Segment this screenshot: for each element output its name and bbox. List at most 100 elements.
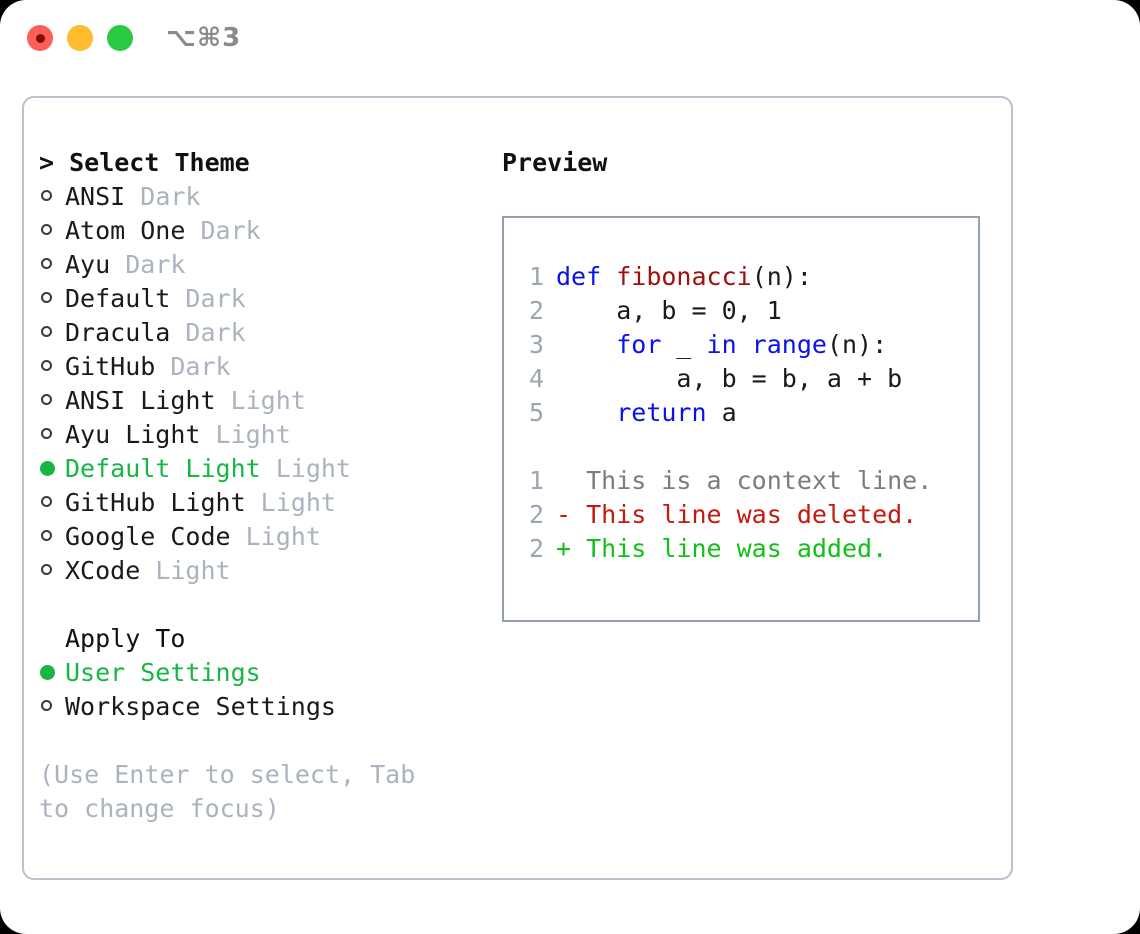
option-tag: Dark (185, 216, 261, 245)
list-item[interactable]: Atom One Dark (39, 214, 489, 248)
code-line: 2 a, b = 0, 1 (518, 294, 932, 328)
code-token (556, 330, 616, 359)
minimize-window-button[interactable] (67, 25, 93, 51)
option-label: Workspace Settings (65, 692, 336, 721)
list-item[interactable]: GitHub Dark (39, 350, 489, 384)
list-item[interactable]: ANSI Light Light (39, 384, 489, 418)
radio-filled-icon (40, 461, 55, 476)
list-item[interactable]: Ayu Dark (39, 248, 489, 282)
preview-title: Preview (502, 148, 608, 177)
option-label: Default (65, 284, 171, 313)
code-token: a, b = 0, 1 (556, 296, 782, 325)
keyboard-hint-text: (Use Enter to select, Tab to change focu… (39, 760, 416, 823)
line-number: 2 (528, 296, 544, 325)
list-item[interactable]: Ayu Light Light (39, 418, 489, 452)
option-tag: Light (230, 522, 321, 551)
option-label: ANSI (65, 182, 126, 211)
option-tag: Light (245, 488, 336, 517)
code-line: 4 a, b = b, a + b (518, 362, 932, 396)
option-tag: Dark (125, 182, 201, 211)
code-token: _ (661, 330, 707, 359)
code-gap (518, 430, 932, 464)
line-number: 3 (528, 330, 544, 359)
line-number: 1 (528, 466, 544, 495)
radio-ring-icon (41, 258, 52, 269)
code-token: return (616, 398, 707, 427)
radio-ring-icon (41, 292, 52, 303)
code-token: This is a context line. (556, 466, 933, 495)
apply-to-header: Apply To (65, 624, 186, 653)
code-token: a, b = b, a + b (556, 364, 903, 393)
list-item[interactable]: Default Light Light (39, 452, 489, 486)
option-tag: Dark (170, 318, 246, 347)
option-label: ANSI Light (65, 386, 216, 415)
option-label: Ayu Light (65, 420, 201, 449)
radio-ring-icon (41, 700, 52, 711)
list-item[interactable]: User Settings (39, 656, 489, 690)
close-window-button[interactable] (27, 25, 53, 51)
radio-ring-icon (41, 326, 52, 337)
option-label: Default Light (65, 454, 261, 483)
code-line: 5 return a (518, 396, 932, 430)
option-label: User Settings (65, 658, 261, 687)
option-tag: Dark (155, 352, 231, 381)
code-token: + This line was added. (556, 534, 888, 563)
list-item[interactable]: Google Code Light (39, 520, 489, 554)
list-item[interactable]: XCode Light (39, 554, 489, 588)
traffic-light-controls (27, 25, 133, 51)
line-number: 2 (528, 500, 544, 529)
code-token (556, 398, 616, 427)
radio-ring-icon (41, 428, 52, 439)
list-item[interactable]: Default Dark (39, 282, 489, 316)
maximize-window-button[interactable] (107, 25, 133, 51)
code-token: (n): (751, 262, 812, 291)
code-line: 1 def fibonacci(n): (518, 260, 932, 294)
option-tag: Dark (110, 250, 186, 279)
select-theme-header: > Select Theme (39, 148, 250, 177)
radio-ring-icon (41, 530, 52, 541)
radio-ring-icon (41, 224, 52, 235)
option-tag: Light (200, 420, 291, 449)
code-token: - This line was deleted. (556, 500, 918, 529)
radio-ring-icon (41, 394, 52, 405)
window-title: ⌥⌘3 (166, 23, 242, 53)
line-number: 5 (528, 398, 544, 427)
option-tag: Light (260, 454, 351, 483)
code-token: for (616, 330, 662, 359)
code-token: def (556, 262, 617, 291)
list-item[interactable]: ANSI Dark (39, 180, 489, 214)
list-item[interactable]: Dracula Dark (39, 316, 489, 350)
radio-filled-icon (40, 665, 55, 680)
radio-ring-icon (41, 496, 52, 507)
code-line: 3 for _ in range(n): (518, 328, 932, 362)
title-bar: ⌥⌘3 (0, 0, 1140, 78)
line-number: 2 (528, 534, 544, 563)
list-item[interactable]: GitHub Light Light (39, 486, 489, 520)
option-tag: Light (140, 556, 231, 585)
code-token: in range (706, 330, 827, 359)
diff-line: 1 This is a context line. (518, 464, 932, 498)
code-token: (n): (826, 330, 888, 359)
diff-line: 2 + This line was added. (518, 532, 932, 566)
list-item[interactable]: Workspace Settings (39, 690, 489, 724)
line-number: 1 (528, 262, 544, 291)
option-tag: Dark (170, 284, 246, 313)
line-number: 4 (528, 364, 544, 393)
option-label: Ayu (65, 250, 111, 279)
option-label: Atom One (65, 216, 186, 245)
option-label: XCode (65, 556, 141, 585)
option-tag: Light (215, 386, 306, 415)
option-label: Dracula (65, 318, 171, 347)
radio-ring-icon (41, 360, 52, 371)
code-token: a (706, 398, 737, 427)
radio-ring-icon (41, 564, 52, 575)
option-label: GitHub Light (65, 488, 246, 517)
code-token: fibonacci (616, 262, 752, 291)
